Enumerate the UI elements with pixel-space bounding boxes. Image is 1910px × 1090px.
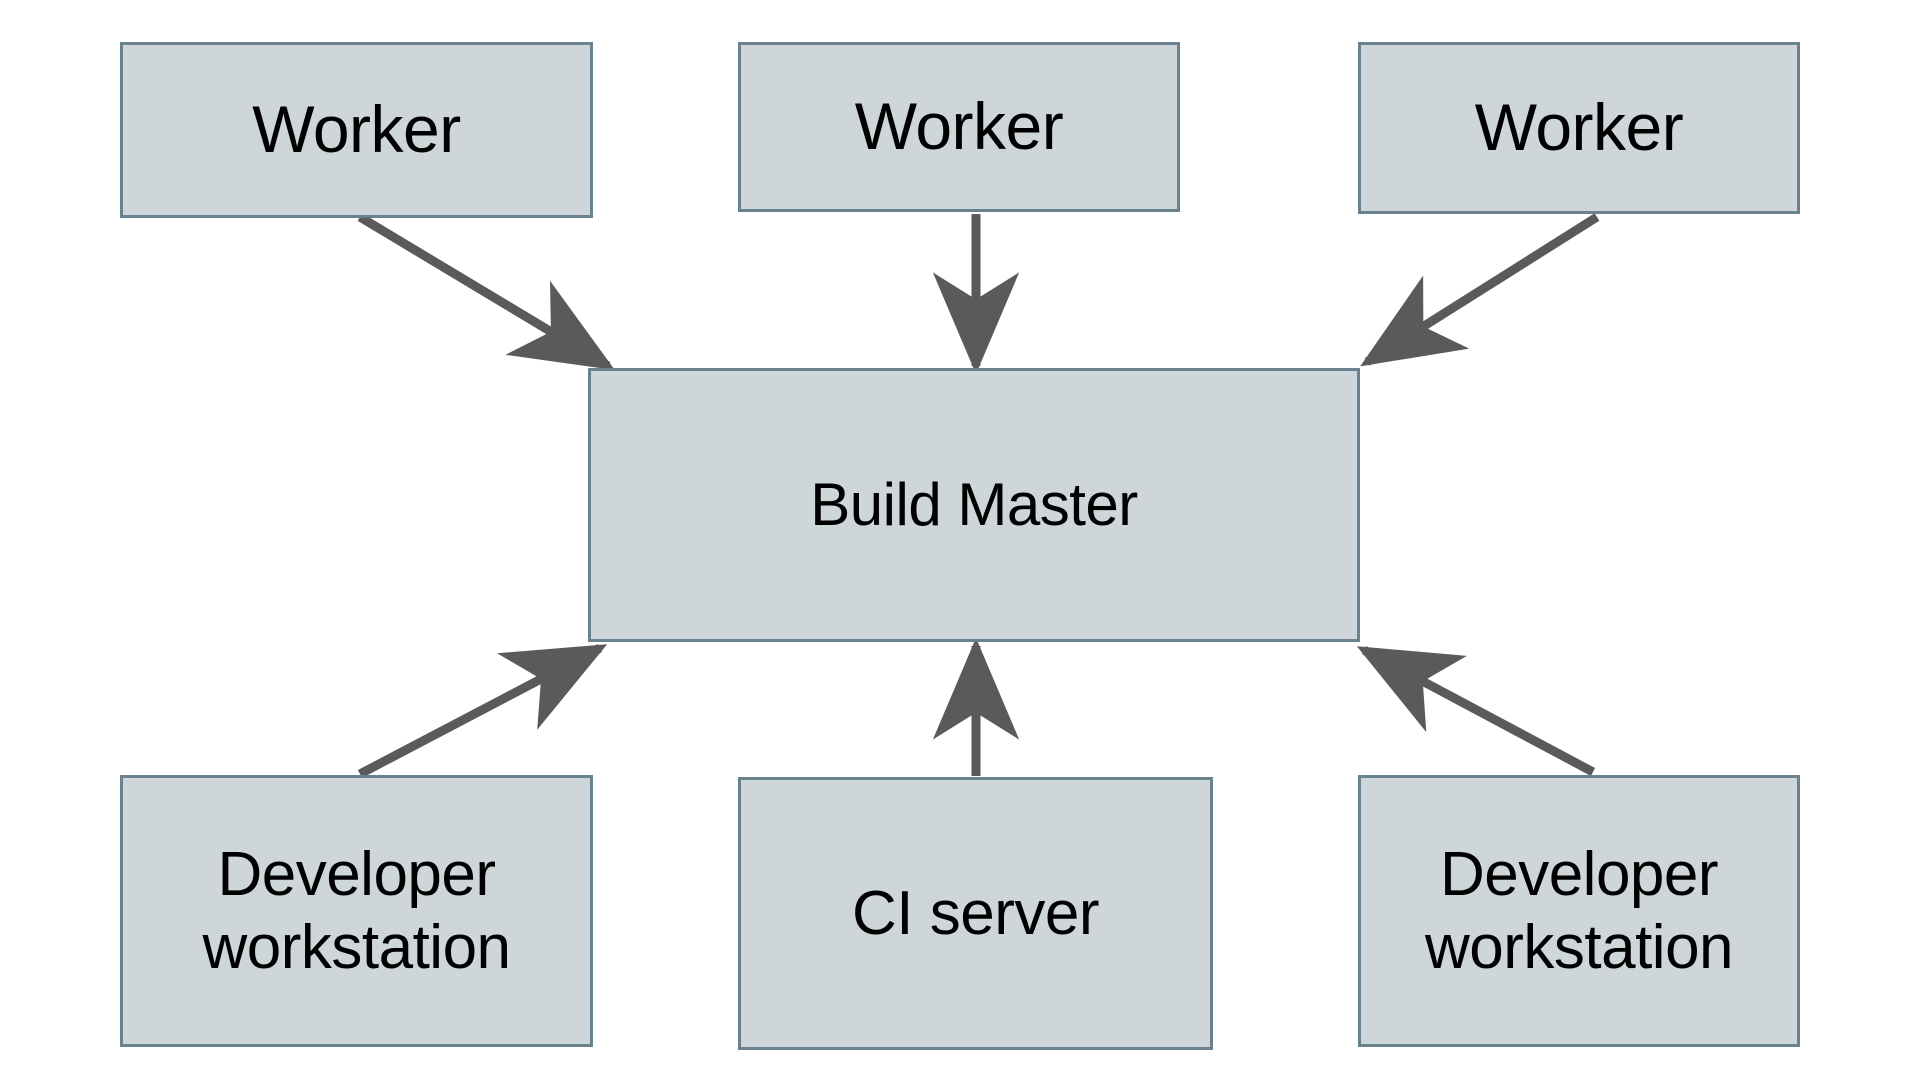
node-worker-1[interactable]: Worker	[120, 42, 593, 218]
edge-devleft-to-master	[357, 644, 608, 778]
node-label-developer-workstation-left: Developer workstation	[202, 839, 511, 982]
node-label-worker-2: Worker	[854, 89, 1064, 164]
edge-worker3-to-master	[1360, 213, 1600, 367]
node-developer-workstation-right[interactable]: Developer workstation	[1358, 775, 1800, 1047]
node-worker-3[interactable]: Worker	[1358, 42, 1800, 214]
node-label-ci-server: CI server	[852, 878, 1099, 948]
edge-worker1-to-master	[357, 213, 615, 371]
node-ci-server[interactable]: CI server	[738, 777, 1213, 1050]
node-label-build-master: Build Master	[810, 470, 1138, 538]
node-label-worker-3: Worker	[1474, 90, 1684, 165]
node-build-master[interactable]: Build Master	[588, 368, 1360, 642]
node-worker-2[interactable]: Worker	[738, 42, 1180, 212]
node-label-worker-1: Worker	[252, 92, 461, 167]
node-developer-workstation-left[interactable]: Developer workstation	[120, 775, 593, 1047]
edge-devright-to-master	[1356, 646, 1596, 776]
node-label-developer-workstation-right: Developer workstation	[1424, 839, 1734, 982]
